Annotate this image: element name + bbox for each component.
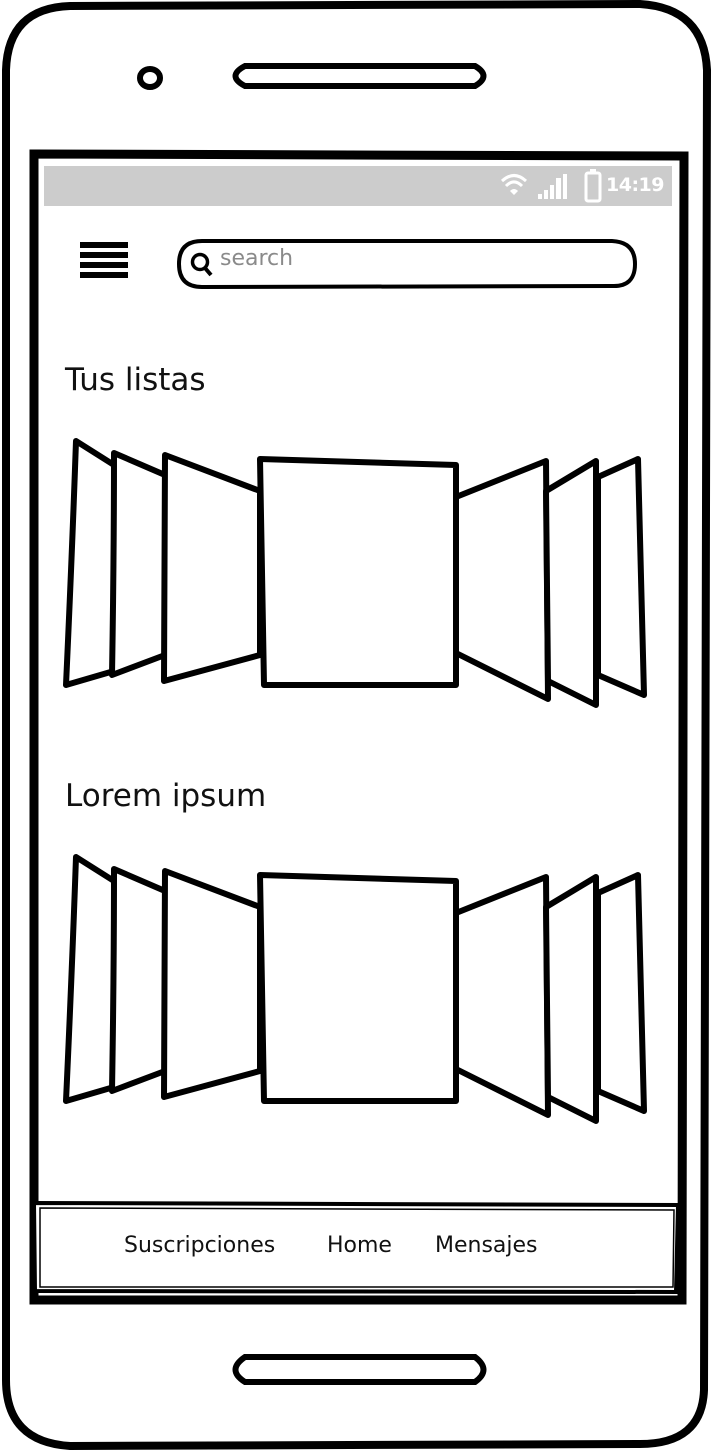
carousel-card	[109, 866, 168, 1094]
search-field-outline	[176, 239, 638, 290]
camera-icon	[137, 66, 163, 90]
signal-icon	[538, 174, 567, 199]
nav-item-suscripciones[interactable]: Suscripciones	[124, 1233, 276, 1258]
carousel-card	[161, 452, 263, 684]
carousel-card	[63, 438, 117, 688]
battery-icon	[584, 169, 602, 203]
section-title: Lorem ipsum	[65, 778, 267, 814]
carousel-card	[109, 450, 168, 678]
search-input[interactable]	[176, 238, 638, 290]
section-title: Tus listas	[65, 362, 206, 398]
status-time: 14:19	[606, 174, 664, 196]
carousel[interactable]	[0, 435, 712, 710]
search-icon	[190, 252, 213, 277]
carousel-card	[453, 458, 551, 702]
carousel-card	[161, 868, 263, 1100]
hamburger-menu-icon[interactable]	[78, 240, 130, 284]
carousel-card	[543, 458, 599, 708]
status-bar: 14:19	[44, 166, 672, 206]
nav-item-home[interactable]: Home	[327, 1233, 392, 1258]
home-bar	[232, 1354, 487, 1385]
carousel-card-active	[257, 456, 459, 688]
speaker-grille	[232, 63, 487, 89]
carousel-card	[543, 874, 599, 1124]
carousel[interactable]	[0, 851, 712, 1126]
carousel-card	[595, 456, 647, 698]
nav-item-mensajes[interactable]: Mensajes	[435, 1233, 538, 1258]
carousel-card	[595, 872, 647, 1114]
wifi-icon	[500, 174, 528, 195]
carousel-card	[63, 854, 117, 1104]
carousel-card-active	[257, 872, 459, 1104]
search-placeholder: search	[220, 246, 294, 271]
carousel-card	[453, 874, 551, 1118]
